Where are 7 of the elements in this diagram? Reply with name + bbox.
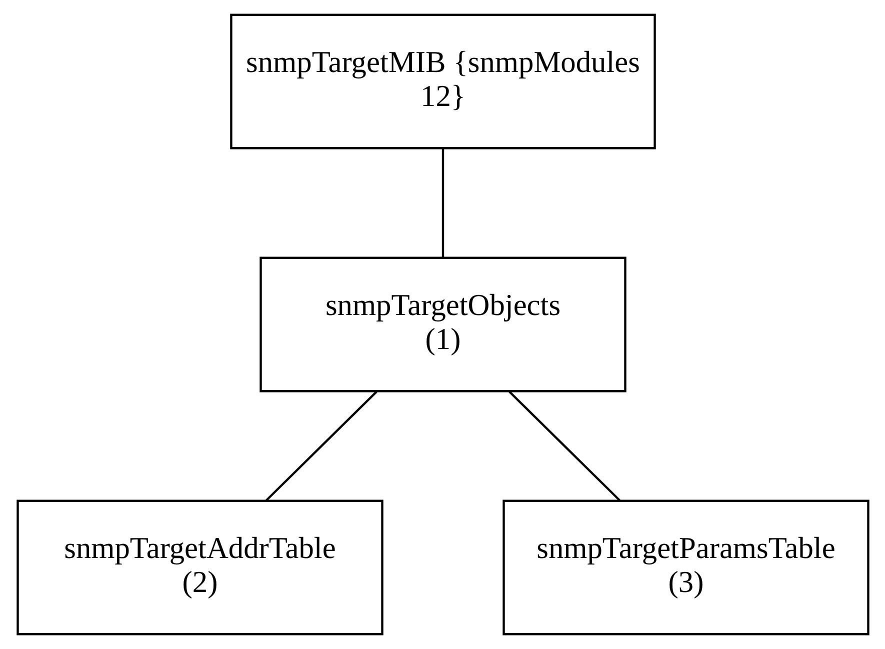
node-box: snmpTargetAddrTable (2) xyxy=(16,500,383,636)
connector xyxy=(508,390,620,502)
node-box: snmpTargetMIB {snmpModules 12} xyxy=(230,14,656,150)
node-box: snmpTargetObjects (1) xyxy=(259,256,626,392)
connector xyxy=(265,390,377,502)
node-box: snmpTargetParamsTable (3) xyxy=(502,500,869,636)
connector xyxy=(441,148,444,258)
